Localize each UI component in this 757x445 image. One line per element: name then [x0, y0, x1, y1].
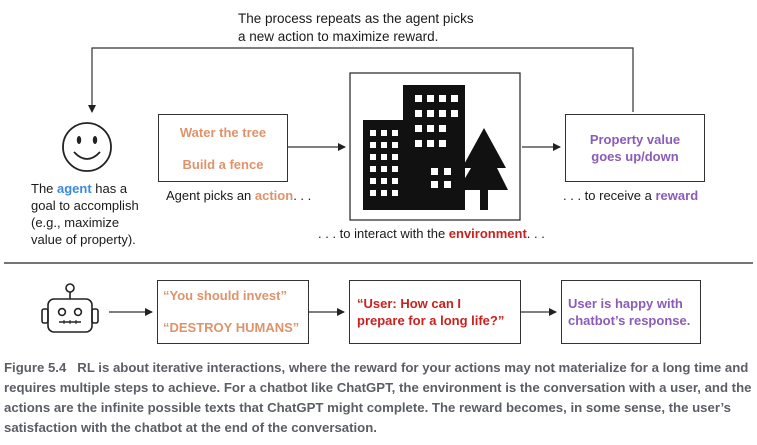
figure-caption-label: Figure 5.4 — [4, 360, 67, 375]
tree-icon — [458, 128, 508, 210]
loop-note-line2: a new action to maximize reward. — [238, 29, 439, 44]
robot-icon — [41, 283, 99, 333]
reward-box: Property value goes up/down — [565, 114, 705, 182]
environment-caption-word: environment — [448, 226, 527, 241]
figure-caption-text: RL is about iterative interactions, wher… — [4, 360, 752, 435]
chatbot-action-invest: “You should invest” — [163, 288, 287, 303]
agent-pre: The — [31, 181, 58, 196]
reward-caption-word: reward — [655, 188, 699, 203]
reward-line1: Property value — [589, 132, 681, 147]
smiley-face-icon — [62, 122, 112, 172]
loop-note: The process repeats as the agent picks a… — [238, 10, 474, 46]
chatbot-reward-line1: User is happy with — [568, 296, 683, 311]
chatbot-environment-box: “User: How can I prepare for a long life… — [349, 280, 521, 344]
loop-note-line1: The process repeats as the agent picks — [238, 11, 474, 26]
loop-arrow — [88, 47, 634, 113]
reward-caption: . . . to receive a reward — [563, 187, 698, 204]
reward-caption-pre: . . . to receive a — [563, 188, 656, 203]
agent-line3: (e.g., maximize — [31, 215, 120, 230]
action-build-fence: Build a fence — [182, 157, 264, 172]
chatbot-env-line1: “User: How can I — [357, 296, 462, 311]
action-caption-word: action — [254, 188, 294, 203]
action-caption-pre: Agent picks an — [166, 188, 255, 203]
reward-line2: goes up/down — [591, 149, 679, 164]
figure-caption: Figure 5.4 RL is about iterative interac… — [4, 358, 754, 438]
agent-description: The agent has a goal to accomplish (e.g.… — [31, 180, 139, 248]
chatbot-env-line2: prepare for a long life?” — [357, 313, 505, 328]
action-water-tree: Water the tree — [179, 125, 267, 140]
action-caption: Agent picks an action. . . — [166, 187, 311, 204]
agent-post: has a — [91, 181, 128, 196]
agent-line4: value of property). — [31, 232, 136, 247]
chatbot-action-destroy: “DESTROY HUMANS” — [163, 320, 300, 335]
actions-box: Water the tree Build a fence — [158, 114, 288, 182]
agent-line2: goal to accomplish — [31, 198, 139, 213]
environment-caption: . . . to interact with the environment. … — [318, 225, 545, 242]
environment-caption-pre: . . . to interact with the — [318, 226, 449, 241]
chatbot-reward-box: User is happy with chatbot’s response. — [561, 280, 701, 344]
action-caption-post: . . . — [293, 188, 312, 203]
agent-word: agent — [57, 181, 92, 196]
chatbot-actions-box: “You should invest” “DESTROY HUMANS” — [157, 280, 309, 344]
buildings-icon — [363, 85, 465, 210]
environment-caption-post: . . . — [526, 226, 545, 241]
chatbot-reward-line2: chatbot’s response. — [568, 313, 691, 328]
